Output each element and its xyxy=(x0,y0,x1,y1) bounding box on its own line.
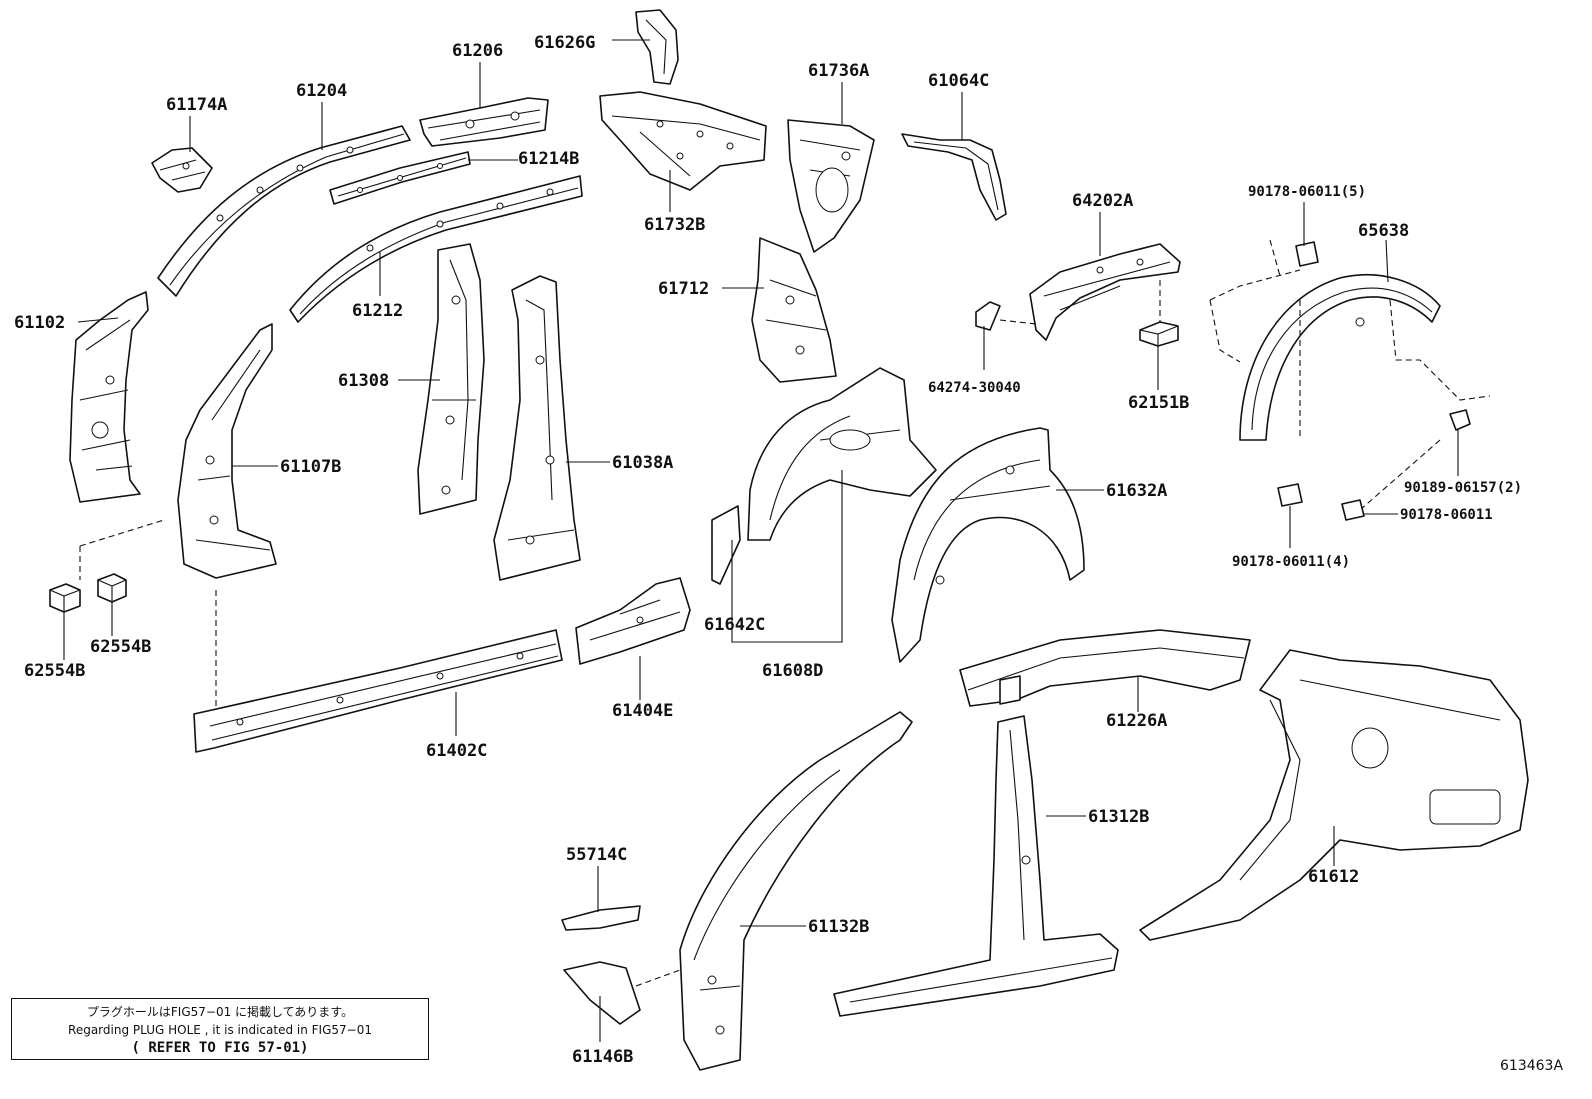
label-62151b: 62151B xyxy=(1128,393,1189,413)
label-61308: 61308 xyxy=(338,371,389,391)
label-90178-06011-4: 90178-06011(4) xyxy=(1232,554,1350,570)
clip-90178-06011-4 xyxy=(1277,483,1303,507)
label-61206: 61206 xyxy=(452,41,503,61)
label-90189-06157-2: 90189-06157(2) xyxy=(1404,480,1522,496)
plug-hole-note: プラグホールはFIG57−01 に掲載してあります。 Regarding PLU… xyxy=(11,998,429,1060)
label-55714c: 55714C xyxy=(566,845,627,865)
part-61732b xyxy=(599,91,767,191)
part-61146b xyxy=(563,961,641,1025)
part-64202a xyxy=(1029,243,1181,341)
label-61226a: 61226A xyxy=(1106,711,1167,731)
label-64274-30040: 64274-30040 xyxy=(928,380,1021,396)
part-61312b xyxy=(833,715,1119,1017)
part-61206 xyxy=(419,97,549,147)
label-61214b: 61214B xyxy=(518,149,579,169)
part-61107b xyxy=(177,323,277,579)
part-61308 xyxy=(417,243,485,515)
part-61214b xyxy=(329,151,471,205)
label-61608d: 61608D xyxy=(762,661,823,681)
part-62554b-b xyxy=(97,573,127,603)
label-61132b: 61132B xyxy=(808,917,869,937)
part-61642c xyxy=(711,505,741,585)
clip-90178-06011 xyxy=(1341,499,1365,521)
part-61632a xyxy=(891,427,1085,663)
label-90178-06011-5: 90178-06011(5) xyxy=(1248,184,1366,200)
label-61632a: 61632A xyxy=(1106,481,1167,501)
part-62554b-a xyxy=(49,583,81,613)
label-61612: 61612 xyxy=(1308,867,1359,887)
part-61132b xyxy=(679,711,913,1071)
note-line-english: Regarding PLUG HOLE , it is indicated in… xyxy=(68,1023,372,1037)
clip-90178-06011-5 xyxy=(1295,241,1319,267)
part-61404e xyxy=(575,577,691,665)
part-61712 xyxy=(751,237,837,383)
label-61402c: 61402C xyxy=(426,741,487,761)
part-61626g xyxy=(635,9,679,85)
label-61736a: 61736A xyxy=(808,61,869,81)
label-61404e: 61404E xyxy=(612,701,673,721)
part-61612 xyxy=(1139,649,1529,941)
label-61732b: 61732B xyxy=(644,215,705,235)
label-61102: 61102 xyxy=(14,313,65,333)
part-64274-30040 xyxy=(975,301,1001,331)
label-61107b: 61107B xyxy=(280,457,341,477)
label-61038a: 61038A xyxy=(612,453,673,473)
part-61608d xyxy=(747,367,937,541)
label-61146b: 61146B xyxy=(572,1047,633,1067)
label-65638: 65638 xyxy=(1358,221,1409,241)
note-line-japanese: プラグホールはFIG57−01 に掲載してあります。 xyxy=(86,1005,354,1019)
part-61038a xyxy=(493,275,581,581)
part-61174a xyxy=(151,147,213,193)
part-61736a xyxy=(787,119,875,253)
clip-90189-06157 xyxy=(1449,409,1471,431)
label-61712: 61712 xyxy=(658,279,709,299)
part-61102 xyxy=(69,291,149,503)
figure-reference: 613463A xyxy=(1500,1058,1563,1074)
label-64202a: 64202A xyxy=(1072,191,1133,211)
label-61312b: 61312B xyxy=(1088,807,1149,827)
label-61212: 61212 xyxy=(352,301,403,321)
label-90178-06011: 90178-06011 xyxy=(1400,507,1493,523)
part-65638 xyxy=(1239,274,1441,441)
label-62554b-a: 62554B xyxy=(24,661,85,681)
label-61626g: 61626G xyxy=(534,33,595,53)
note-refer-fig: ( REFER TO FIG 57-01) xyxy=(131,1040,309,1056)
part-61402c xyxy=(193,629,563,753)
part-62151b xyxy=(1139,321,1179,347)
part-61226a xyxy=(959,629,1251,707)
label-62554b-b: 62554B xyxy=(90,637,151,657)
label-61642c: 61642C xyxy=(704,615,765,635)
part-61064c xyxy=(901,133,1007,221)
part-61204 xyxy=(157,125,411,297)
part-55714c xyxy=(561,905,641,931)
part-61212 xyxy=(289,175,583,323)
label-61174a: 61174A xyxy=(166,95,227,115)
label-61064c: 61064C xyxy=(928,71,989,91)
label-61204: 61204 xyxy=(296,81,347,101)
